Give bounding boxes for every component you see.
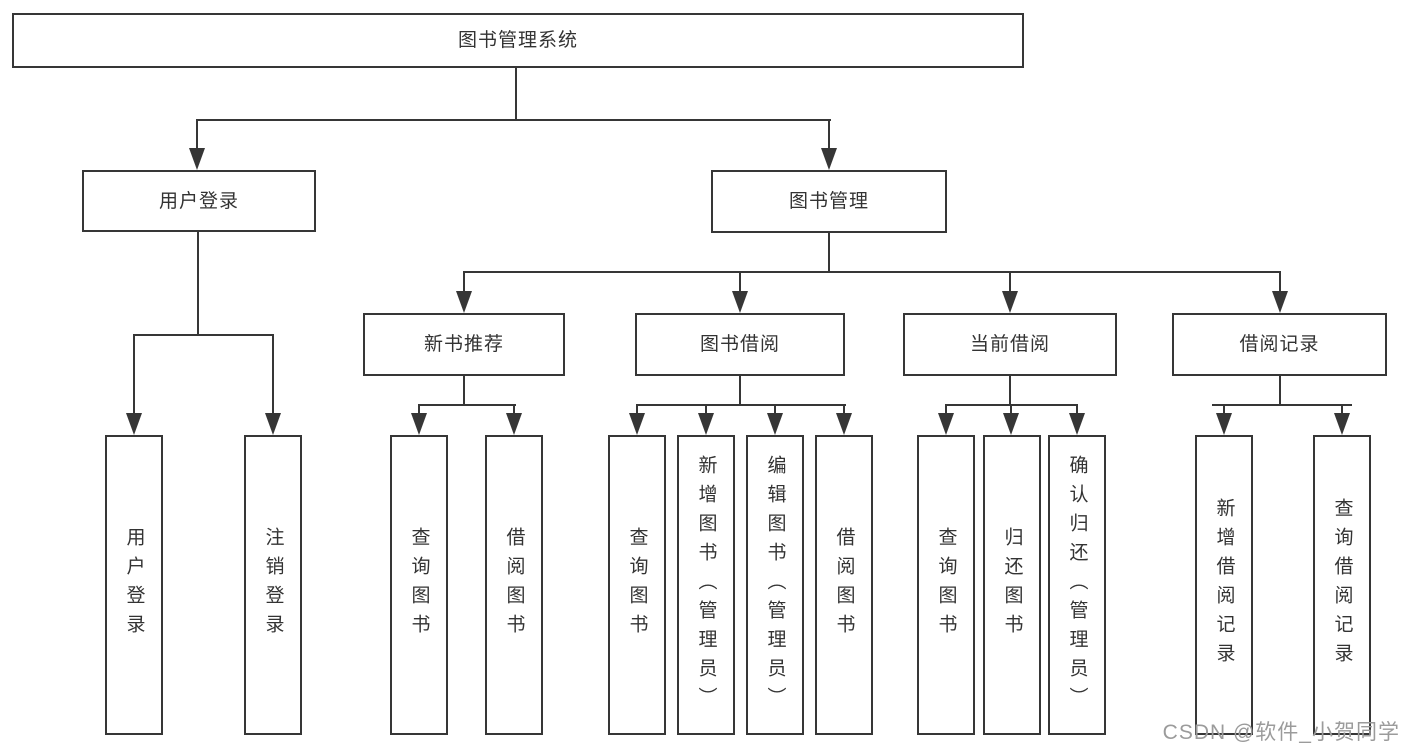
arrow-down-icon	[265, 413, 281, 435]
connector-line	[774, 404, 776, 414]
connector-line	[133, 334, 135, 414]
connector-line	[1279, 271, 1281, 292]
node-library-management-system: 图书管理系统	[12, 13, 1024, 68]
leaf-borrow-books: 借阅图书	[815, 435, 873, 735]
leaf-add-books-admin: 新增图书（管理员）	[677, 435, 735, 735]
leaf-edit-books-admin: 编辑图书（管理员）	[746, 435, 804, 735]
node-current-borrowing: 当前借阅	[903, 313, 1117, 376]
node-borrowing-records: 借阅记录	[1172, 313, 1387, 376]
leaf-borrow-books-recommend: 借阅图书	[485, 435, 543, 735]
arrow-down-icon	[1069, 413, 1085, 435]
connector-line	[463, 271, 465, 292]
leaf-query-books-recommend: 查询图书	[390, 435, 448, 735]
leaf-query-books-borrow: 查询图书	[608, 435, 666, 735]
connector-line	[418, 404, 516, 406]
arrow-down-icon	[732, 291, 748, 313]
csdn-watermark: CSDN @软件_小贺同学	[1162, 721, 1400, 744]
connector-line	[828, 233, 830, 273]
arrow-down-icon	[189, 148, 205, 170]
arrow-down-icon	[456, 291, 472, 313]
arrow-down-icon	[1216, 413, 1232, 435]
arrow-down-icon	[629, 413, 645, 435]
arrow-down-icon	[126, 413, 142, 435]
arrow-down-icon	[411, 413, 427, 435]
connector-line	[1223, 404, 1225, 414]
leaf-return-books: 归还图书	[983, 435, 1041, 735]
connector-line	[1341, 404, 1343, 414]
leaf-confirm-return-admin: 确认归还（管理员）	[1048, 435, 1106, 735]
leaf-user-login: 用户登录	[105, 435, 163, 735]
connector-line	[196, 119, 198, 149]
arrow-down-icon	[698, 413, 714, 435]
connector-line	[196, 119, 831, 121]
connector-line	[463, 271, 1281, 273]
connector-line	[739, 271, 741, 292]
leaf-add-borrow-record: 新增借阅记录	[1195, 435, 1253, 735]
connector-line	[636, 404, 846, 406]
connector-line	[843, 404, 845, 414]
connector-line	[1279, 376, 1281, 406]
arrow-down-icon	[1334, 413, 1350, 435]
connector-line	[1076, 404, 1078, 414]
arrow-down-icon	[836, 413, 852, 435]
connector-line	[513, 404, 515, 414]
connector-line	[636, 404, 638, 414]
connector-line	[945, 404, 947, 414]
connector-line	[515, 68, 517, 121]
arrow-down-icon	[506, 413, 522, 435]
connector-line	[418, 404, 420, 414]
leaf-query-books-current: 查询图书	[917, 435, 975, 735]
connector-line	[1212, 404, 1352, 406]
connector-line	[1009, 271, 1011, 292]
arrow-down-icon	[1272, 291, 1288, 313]
connector-line	[197, 232, 199, 336]
arrow-down-icon	[938, 413, 954, 435]
arrow-down-icon	[767, 413, 783, 435]
arrow-down-icon	[1003, 413, 1019, 435]
node-new-book-recommendation: 新书推荐	[363, 313, 565, 376]
leaf-query-borrow-record: 查询借阅记录	[1313, 435, 1371, 735]
node-book-borrowing: 图书借阅	[635, 313, 845, 376]
connector-line	[739, 376, 741, 406]
node-user-login: 用户登录	[82, 170, 316, 232]
arrow-down-icon	[1002, 291, 1018, 313]
connector-line	[828, 119, 830, 149]
connector-line	[272, 334, 274, 414]
connector-line	[463, 376, 465, 406]
arrow-down-icon	[821, 148, 837, 170]
leaf-logout: 注销登录	[244, 435, 302, 735]
connector-line	[1010, 404, 1012, 414]
node-book-management: 图书管理	[711, 170, 947, 233]
connector-line	[1009, 376, 1011, 406]
connector-line	[705, 404, 707, 414]
connector-line	[133, 334, 274, 336]
